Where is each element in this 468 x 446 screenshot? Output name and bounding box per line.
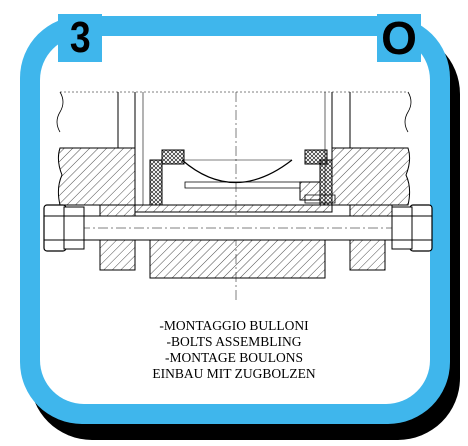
break-line-right: [404, 91, 412, 133]
break-line-left: [56, 91, 64, 133]
lower-body: [149, 239, 326, 279]
caption-italian: -MONTAGGIO BULLONI: [159, 318, 309, 333]
step-letter-badge: O: [377, 14, 421, 62]
lower-flange-right: [349, 239, 386, 271]
caption-english: -BOLTS ASSEMBLING: [166, 334, 302, 349]
flange-right: [331, 147, 411, 206]
nut-right-inner: [391, 206, 413, 250]
nut-left-inner: [63, 206, 85, 250]
step-number-badge: 3: [58, 14, 102, 62]
nut-left-outer: [43, 204, 67, 252]
step-number: 3: [69, 13, 91, 62]
seat-gasket-left: [161, 149, 185, 165]
step-letter: O: [381, 12, 417, 64]
caption-french: -MONTAGE BOULONS: [164, 350, 304, 365]
valve-section-drawing: [43, 91, 433, 300]
lower-flange-left: [99, 239, 136, 271]
ball: [181, 159, 293, 184]
nut-right-outer: [409, 204, 433, 252]
instruction-caption: -MONTAGGIO BULLONI -BOLTS ASSEMBLING -MO…: [0, 318, 468, 382]
flange-left: [57, 147, 136, 206]
valve-body: [134, 204, 333, 213]
caption-german: EINBAU MIT ZUGBOLZEN: [152, 366, 316, 381]
